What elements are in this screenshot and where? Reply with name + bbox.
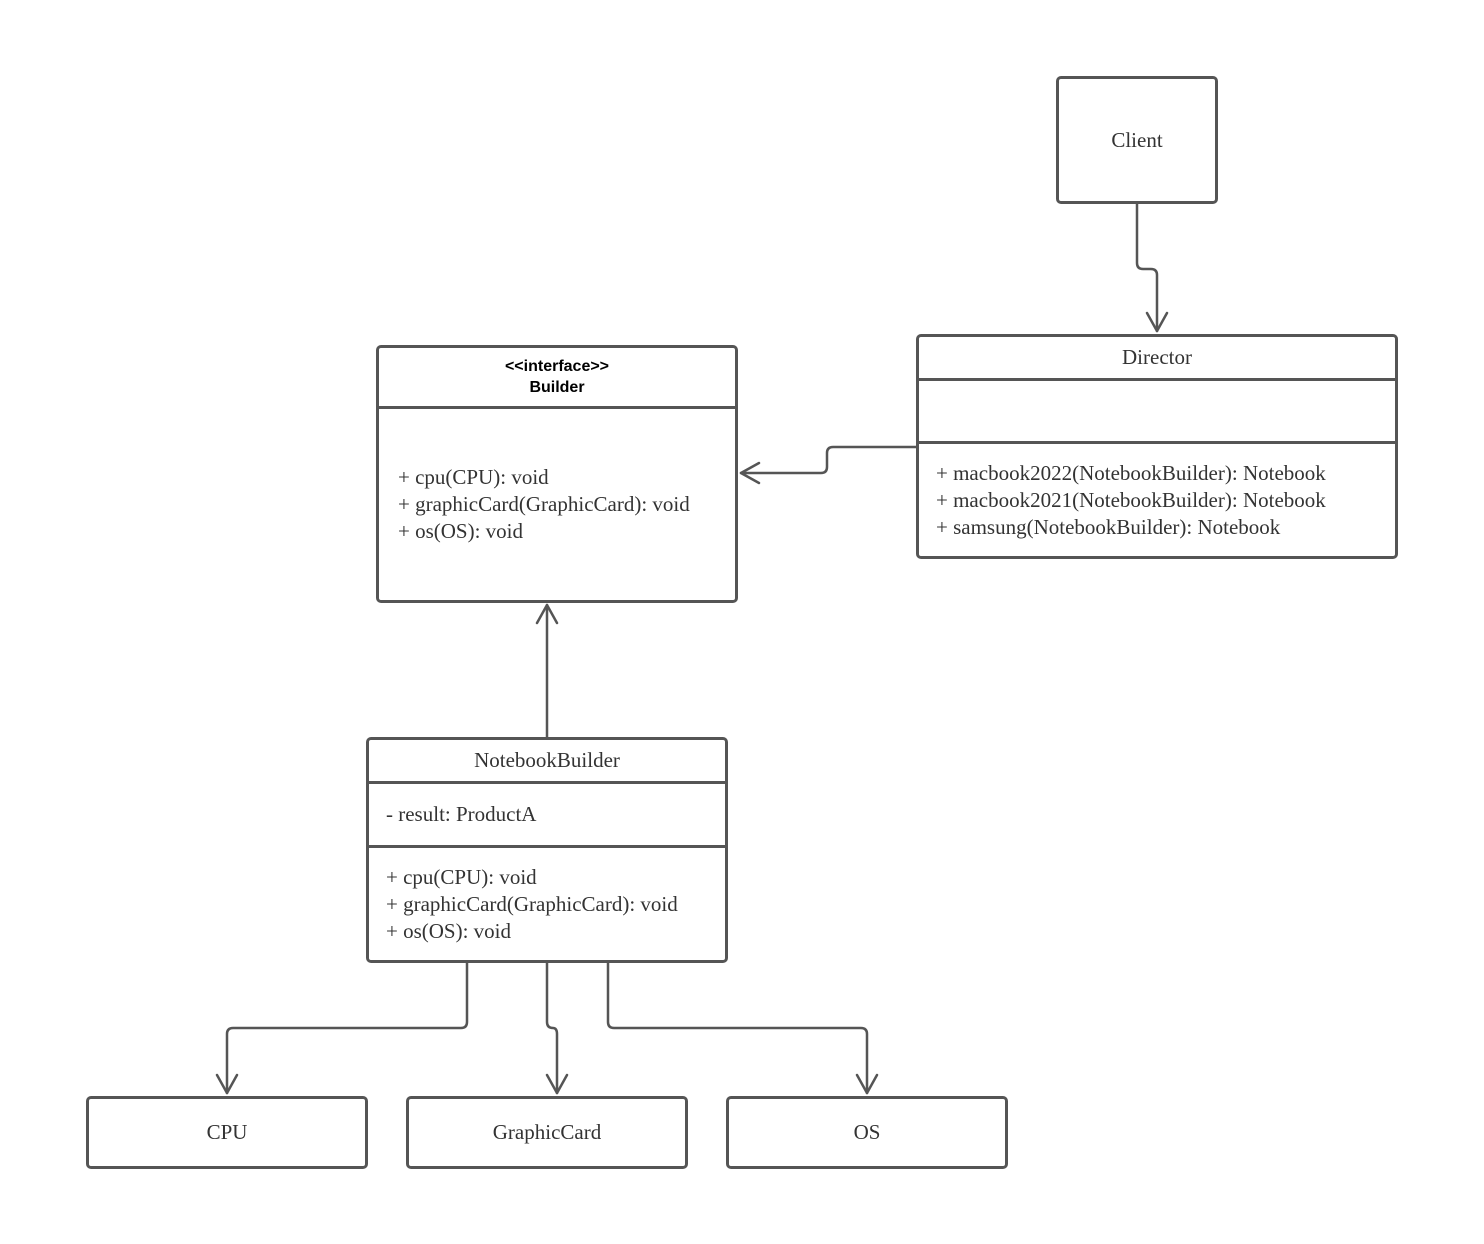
graphiccard-label: GraphicCard: [492, 1120, 602, 1144]
arrowhead-notebookbuilder-os: [855, 1073, 879, 1095]
notebookbuilder-name: NotebookBuilder: [474, 748, 620, 772]
edge-notebookbuilder-os: [606, 960, 869, 1095]
builder-method: + cpu(CPU): void: [398, 465, 549, 489]
builder-methods-compartment: + cpu(CPU): void + graphicCard(GraphicCa…: [379, 409, 735, 600]
builder-method: + os(OS): void: [398, 519, 524, 543]
director-methods-compartment: + macbook2022(NotebookBuilder): Notebook…: [919, 444, 1395, 556]
builder-interface[interactable]: <<interface>> Builder + cpu(CPU): void +…: [376, 345, 738, 603]
cpu-label: CPU: [206, 1120, 248, 1144]
os-box[interactable]: OS: [726, 1096, 1008, 1169]
client-box[interactable]: Client: [1056, 76, 1218, 204]
builder-method: + graphicCard(GraphicCard): void: [398, 492, 690, 516]
director-class[interactable]: Director + macbook2022(NotebookBuilder):…: [916, 334, 1398, 559]
graphiccard-box[interactable]: GraphicCard: [406, 1096, 688, 1169]
client-label: Client: [1111, 127, 1163, 152]
director-name-compartment: Director: [919, 337, 1395, 381]
notebookbuilder-name-compartment: NotebookBuilder: [369, 740, 725, 784]
arrowhead-notebookbuilder-builder: [535, 603, 559, 625]
cpu-box[interactable]: CPU: [86, 1096, 368, 1169]
builder-name: Builder: [529, 379, 585, 396]
arrowhead-client-director: [1145, 311, 1169, 333]
notebookbuilder-method: + cpu(CPU): void: [386, 864, 537, 889]
edge-notebookbuilder-cpu: [225, 960, 469, 1095]
arrowhead-director-builder: [739, 461, 761, 485]
edge-director-builder: [739, 445, 919, 475]
director-method: + samsung(NotebookBuilder): Notebook: [936, 514, 1281, 539]
notebookbuilder-methods-compartment: + cpu(CPU): void + graphicCard(GraphicCa…: [369, 848, 725, 960]
builder-header-compartment: <<interface>> Builder: [379, 348, 735, 409]
notebookbuilder-attribute: - result: ProductA: [386, 802, 537, 826]
director-method: + macbook2022(NotebookBuilder): Notebook: [936, 460, 1326, 485]
arrowhead-notebookbuilder-graphiccard: [545, 1073, 569, 1095]
arrowhead-notebookbuilder-cpu: [215, 1073, 239, 1095]
director-method: + macbook2021(NotebookBuilder): Notebook: [936, 487, 1326, 512]
builder-stereotype: <<interface>>: [504, 358, 610, 375]
edge-notebookbuilder-graphiccard: [545, 960, 559, 1095]
notebookbuilder-method: + os(OS): void: [386, 918, 512, 943]
director-name: Director: [1122, 345, 1192, 369]
notebookbuilder-attributes-compartment: - result: ProductA: [369, 784, 725, 848]
notebookbuilder-class[interactable]: NotebookBuilder - result: ProductA + cpu…: [366, 737, 728, 963]
edge-client-director: [1135, 202, 1159, 333]
director-attributes-compartment: [919, 381, 1395, 444]
os-label: OS: [853, 1120, 881, 1144]
notebookbuilder-method: + graphicCard(GraphicCard): void: [386, 891, 678, 916]
